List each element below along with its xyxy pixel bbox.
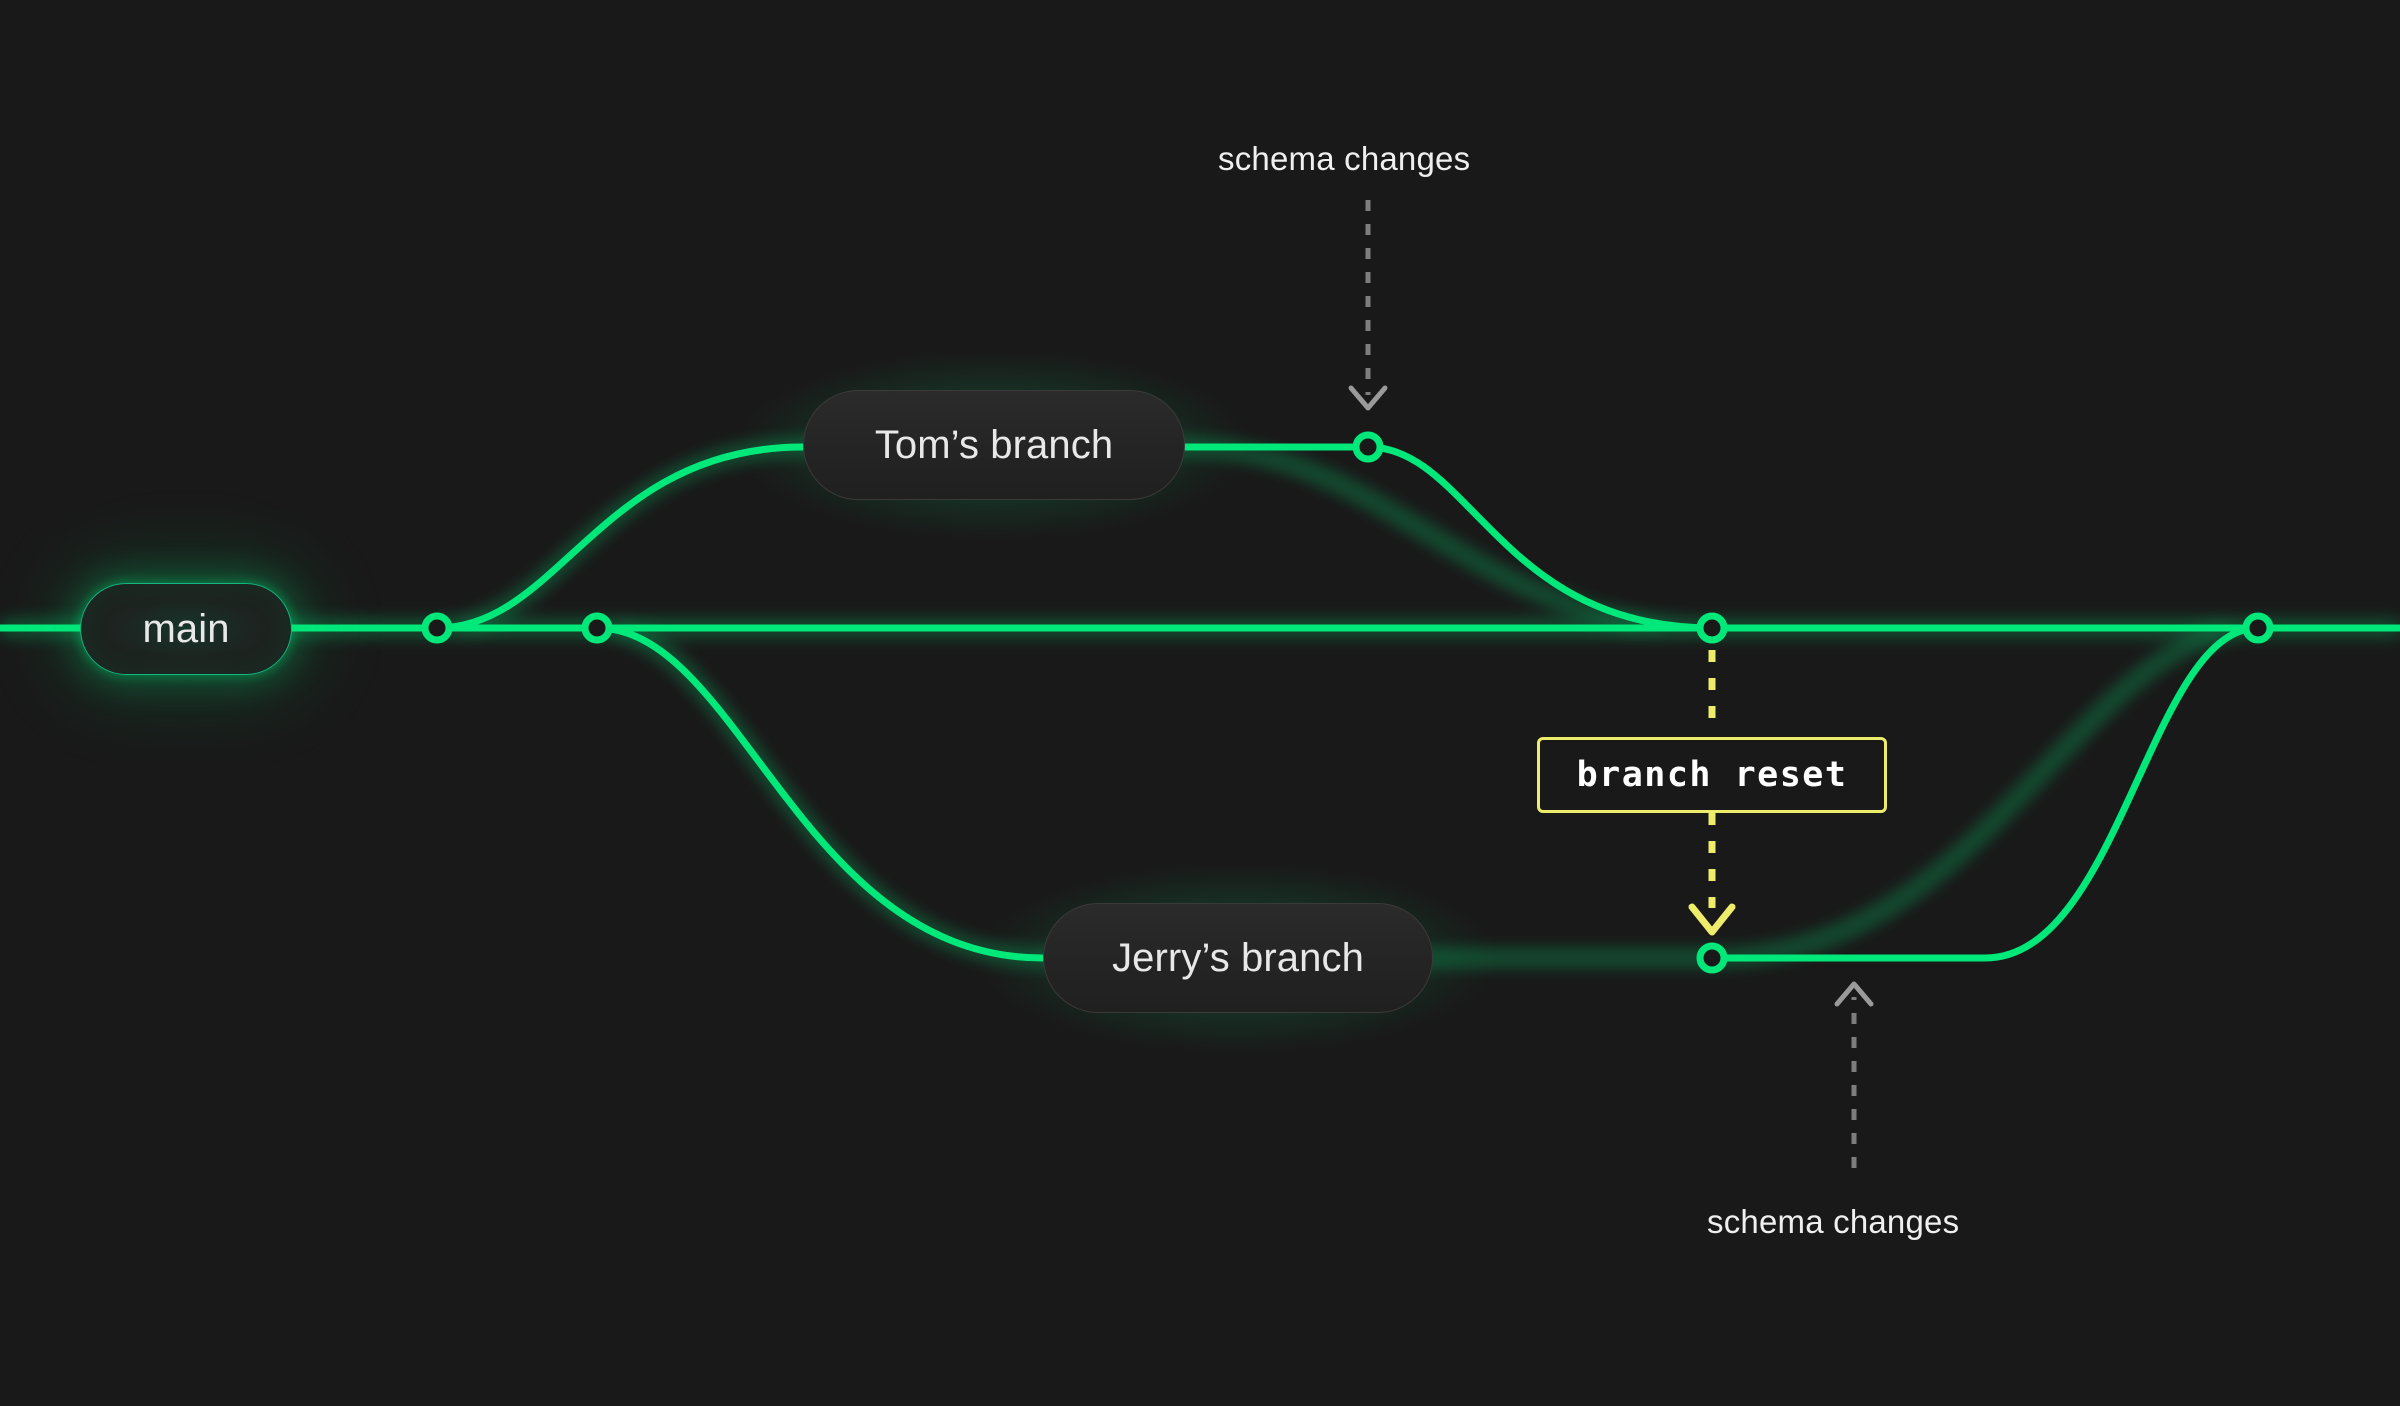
branch-reset-arrow [1688, 650, 1736, 936]
commit-main-fork-top[interactable] [421, 612, 453, 644]
branch-pill-toms-branch[interactable]: Tom’s branch [803, 390, 1185, 500]
branch-reset-label: branch reset [1576, 755, 1848, 795]
toms-branch-line [433, 443, 807, 632]
branch-pill-jerrys-branch[interactable]: Jerry’s branch [1043, 903, 1433, 1013]
branch-pill-toms-branch-label: Tom’s branch [874, 422, 1114, 467]
commit-main-fork-bottom[interactable] [581, 612, 613, 644]
branch-pill-main-label: main [142, 606, 230, 651]
branch-reset-callout[interactable]: branch reset [1537, 737, 1887, 813]
commit-main-merge-right[interactable] [2242, 612, 2274, 644]
annotation-schema-changes-bottom: schema changes [1707, 1203, 1960, 1240]
commit-main-merge[interactable] [1696, 612, 1728, 644]
branch-glow-layer [0, 443, 2400, 962]
jerrys-branch-line-merge [1708, 624, 2262, 962]
toms-branch-line-top [1181, 443, 1716, 632]
schema-changes-top-arrow [1348, 200, 1388, 411]
commit-toms-schema[interactable] [1352, 431, 1384, 463]
commit-jerrys-reset[interactable] [1696, 942, 1728, 974]
commit-nodes [421, 431, 2274, 974]
branch-pill-main[interactable]: main [80, 583, 292, 675]
annotation-schema-changes-top: schema changes [1218, 140, 1471, 177]
jerrys-branch-line-descend [593, 624, 1047, 962]
schema-changes-bottom-arrow [1834, 981, 1874, 1168]
branch-pill-jerrys-branch-label: Jerry’s branch [1112, 935, 1364, 980]
